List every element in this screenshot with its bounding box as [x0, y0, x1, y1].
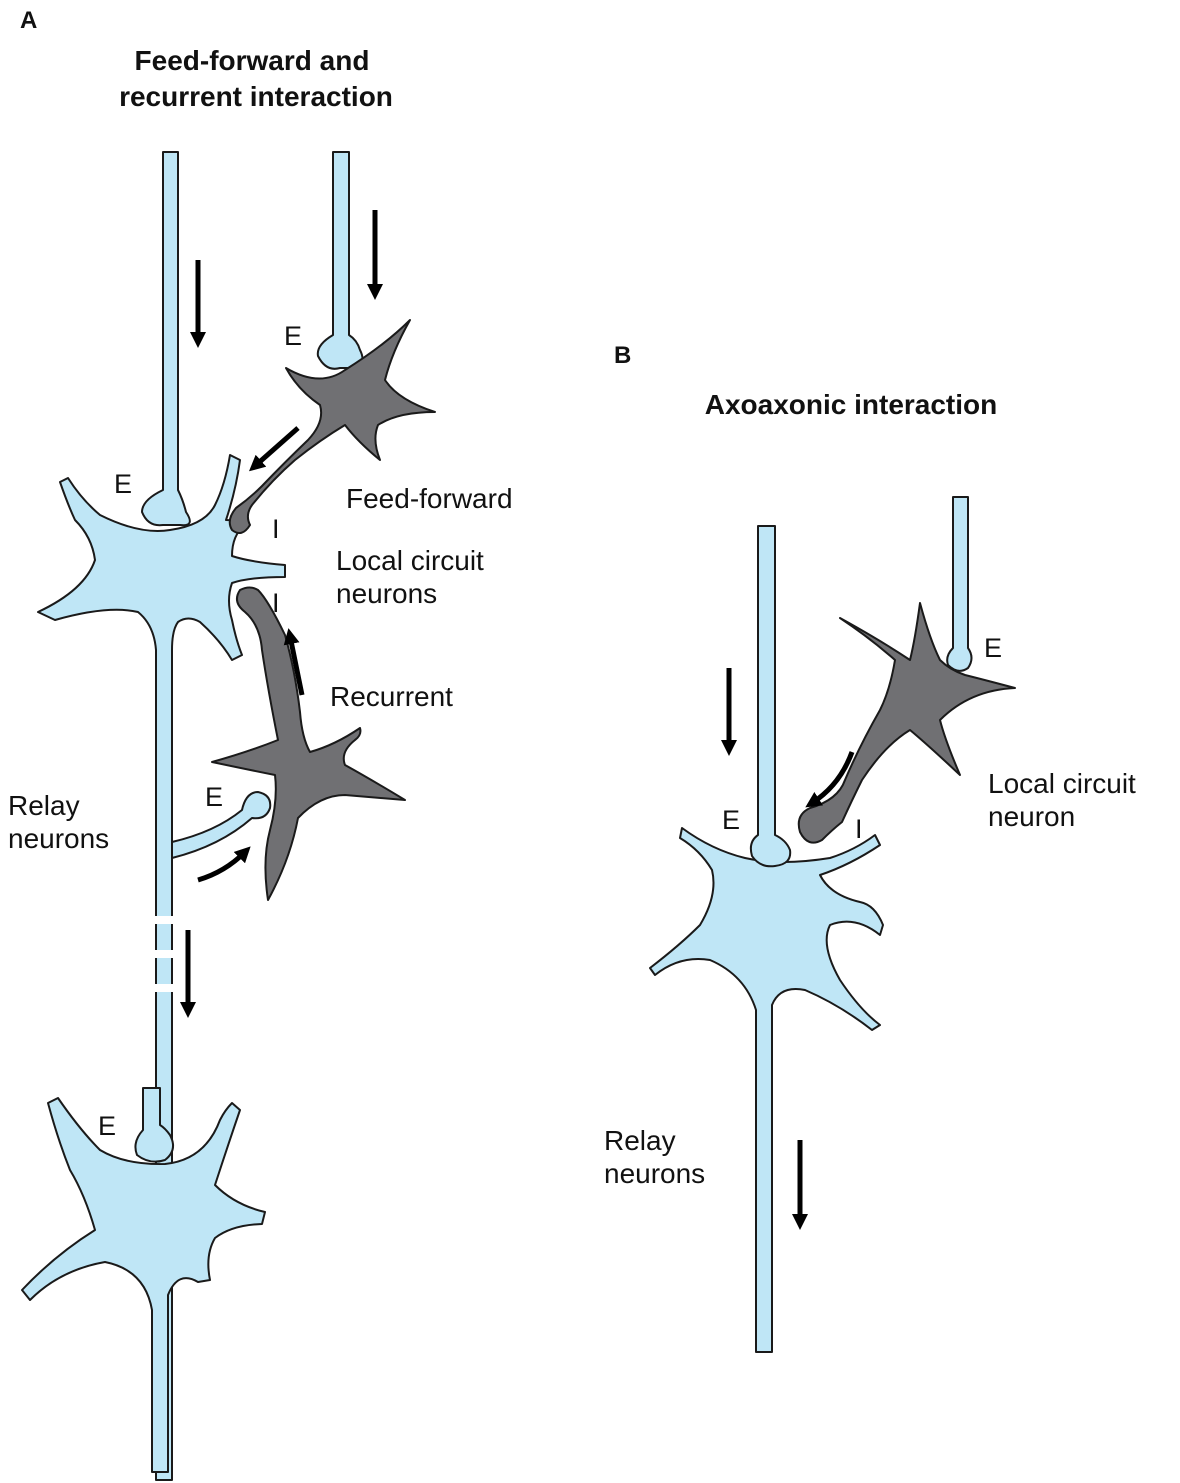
- panel-b-title: Axoaxonic interaction: [705, 389, 998, 420]
- label-local-circuit-line1: Local circuit: [336, 545, 484, 576]
- relay-neuron-b: [649, 525, 884, 1353]
- local-circuit-neuron-b: [797, 602, 1016, 844]
- relay-axon-break: [150, 916, 178, 992]
- panel-b-letter: B: [614, 342, 631, 369]
- arrow-local-to-axon-b: [805, 751, 855, 808]
- label-relay-line2: neurons: [8, 823, 109, 854]
- label-local-circuit-b-line2: neuron: [988, 801, 1075, 832]
- panel-a-letter: A: [20, 7, 37, 34]
- label-relay-b-line1: Relay: [604, 1125, 676, 1156]
- relay-axon-input-left: [141, 151, 191, 527]
- label-local-circuit-line2: neurons: [336, 578, 437, 609]
- signal-arrows-b: [720, 668, 855, 1231]
- panel-a-title-line2: recurrent interaction: [119, 81, 393, 112]
- relay-axon-input-b: [946, 496, 973, 672]
- synapse-label-i-feed-forward: I: [272, 514, 280, 544]
- arrow-collateral: [197, 846, 251, 883]
- panel-a: A Feed-forward and recurrent interaction: [8, 7, 513, 1481]
- label-recurrent: Recurrent: [330, 681, 453, 712]
- synapse-label-e-input-right: E: [284, 321, 302, 351]
- synapse-label-i-b: I: [855, 814, 863, 844]
- synapse-label-e-relay-lower: E: [98, 1111, 116, 1141]
- label-feed-forward: Feed-forward: [346, 483, 513, 514]
- panel-a-title-line1: Feed-forward and: [135, 45, 370, 76]
- arrow-feed-forward: [249, 426, 300, 472]
- arrow-recurrent-up: [283, 628, 305, 696]
- relay-axon-input-right: [316, 151, 364, 370]
- label-relay-line1: Relay: [8, 790, 80, 821]
- relay-neuron-lower: [21, 1087, 266, 1473]
- synapse-label-e-relay-b: E: [722, 805, 740, 835]
- synapse-label-e-collateral: E: [205, 782, 223, 812]
- relay-neuron-upper: [37, 454, 286, 1481]
- local-circuit-neuron-feed-forward: [228, 319, 436, 535]
- synapse-label-e-input-b: E: [984, 633, 1002, 663]
- label-relay-b-line2: neurons: [604, 1158, 705, 1189]
- label-local-circuit-b-line1: Local circuit: [988, 768, 1136, 799]
- synapse-label-i-recurrent: I: [272, 588, 280, 618]
- panel-b: B Axoaxonic interaction E E I Local circ…: [604, 342, 1136, 1353]
- signal-arrows-a: [179, 210, 384, 1019]
- local-circuit-neuron-recurrent: [211, 586, 406, 901]
- relay-axon-collateral: [171, 791, 272, 859]
- synapse-label-e-relay-upper: E: [114, 469, 132, 499]
